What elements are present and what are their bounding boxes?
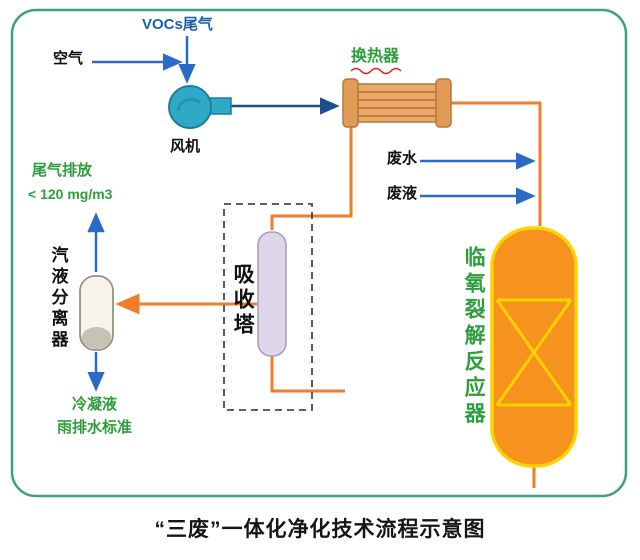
diagram-border (10, 8, 628, 498)
heat-exchanger-symbol (342, 78, 452, 128)
reactor-label: 临氧裂解反应器 (462, 246, 486, 428)
condensate-label-line2: 雨排水标准 (57, 419, 133, 436)
emission-label-line2: < 120 mg/m3 (28, 186, 113, 202)
separator-symbol (79, 275, 114, 351)
red-underline (350, 67, 402, 75)
air-inlet-label: 空气 (53, 50, 84, 67)
emission-label-line1: 尾气排放 (32, 162, 93, 179)
waste-liquid-label: 废液 (387, 185, 418, 202)
pipe-absorber-bottoms (270, 356, 345, 393)
waste-water-label: 废水 (387, 150, 418, 167)
condensate-label-line1: 冷凝液 (72, 396, 118, 413)
heat-exchanger-label: 换热器 (351, 48, 400, 65)
pipe-exchanger-to-reactor (450, 101, 542, 226)
separator-label: 汽液分离器 (48, 246, 68, 351)
vocs-inlet-label: VOCs尾气 (142, 16, 213, 33)
fan-label: 风机 (170, 138, 201, 155)
absorption-tower-label: 吸收塔 (231, 263, 255, 338)
absorption-tower-symbol (257, 231, 287, 357)
diagram-title: “三废”一体化净化技术流程示意图 (154, 518, 486, 541)
reactor-symbol (490, 226, 578, 468)
absorber-dashed-boundary (223, 203, 313, 411)
fan-symbol (168, 85, 232, 129)
